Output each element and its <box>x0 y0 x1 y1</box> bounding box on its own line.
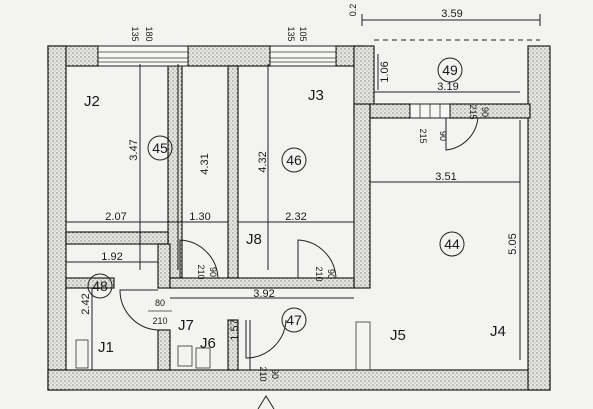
window-small-2-height: 215 <box>418 128 428 143</box>
dim-2-07: 2.07 <box>105 211 126 223</box>
label-j7: J7 <box>178 317 194 334</box>
room-circle-47: 47 <box>281 307 307 333</box>
dim-1-30: 1.30 <box>189 211 210 223</box>
svg-text:46: 46 <box>286 152 302 168</box>
window-small <box>409 103 451 119</box>
label-j2: J2 <box>84 93 100 110</box>
label-j1: J1 <box>98 339 114 356</box>
dim-4-32: 4.32 <box>257 151 269 172</box>
label-j5: J5 <box>390 327 406 344</box>
window-mid-height: 105 <box>298 26 308 41</box>
window-mid-width: 135 <box>286 26 296 41</box>
room-circle-49: 49 <box>437 57 463 83</box>
dim-3-92: 3.92 <box>253 288 274 300</box>
room-circle-45: 45 <box>147 135 173 161</box>
label-j6: J6 <box>200 335 216 352</box>
dim-3-47: 3.47 <box>128 139 140 160</box>
dim-2-42: 2.42 <box>80 293 92 314</box>
dimension-lines <box>66 14 541 370</box>
door3-width: 80 <box>155 298 165 308</box>
walls <box>47 45 551 391</box>
dim-5-05: 5.05 <box>507 233 519 254</box>
dim-3-51: 3.51 <box>435 171 456 183</box>
arrow-icon <box>257 395 275 409</box>
window-left-width: 135 <box>130 26 140 41</box>
door4-height: 210 <box>258 366 268 381</box>
svg-text:44: 44 <box>444 236 460 252</box>
dim-1-92: 1.92 <box>101 251 122 263</box>
dim-3-19: 3.19 <box>437 81 458 93</box>
dim-4-31: 4.31 <box>199 153 211 174</box>
label-j3: J3 <box>308 87 324 104</box>
door3-height: 210 <box>152 316 167 326</box>
svg-text:47: 47 <box>286 312 302 328</box>
svg-text:49: 49 <box>442 62 458 78</box>
door1-height: 210 <box>196 264 206 279</box>
dim-1-06: 1.06 <box>379 61 391 82</box>
dim-3-59: 3.59 <box>441 8 462 20</box>
label-j8: J8 <box>246 231 262 248</box>
svg-text:45: 45 <box>152 140 168 156</box>
window-small-width: 90 <box>480 107 490 117</box>
window-mid <box>269 45 337 67</box>
door4-width: 90 <box>270 369 280 379</box>
door2-height: 210 <box>314 266 324 281</box>
dim-2-32: 2.32 <box>285 211 306 223</box>
svg-text:48: 48 <box>92 278 108 294</box>
door1-width: 90 <box>208 267 218 277</box>
window-small-height: 215 <box>468 104 478 119</box>
dim-1-57: 1.57 <box>229 319 241 340</box>
window-left <box>97 45 189 67</box>
label-j4: J4 <box>490 323 506 340</box>
room-circle-44: 44 <box>439 231 465 257</box>
window-left-height: 180 <box>144 26 154 41</box>
room-circle-46: 46 <box>281 147 307 173</box>
dim-0-2: 0.2 <box>348 4 358 17</box>
door2-width: 90 <box>326 269 336 279</box>
window-small-2-width: 90 <box>438 131 448 141</box>
room-circle-48: 48 <box>87 273 113 299</box>
